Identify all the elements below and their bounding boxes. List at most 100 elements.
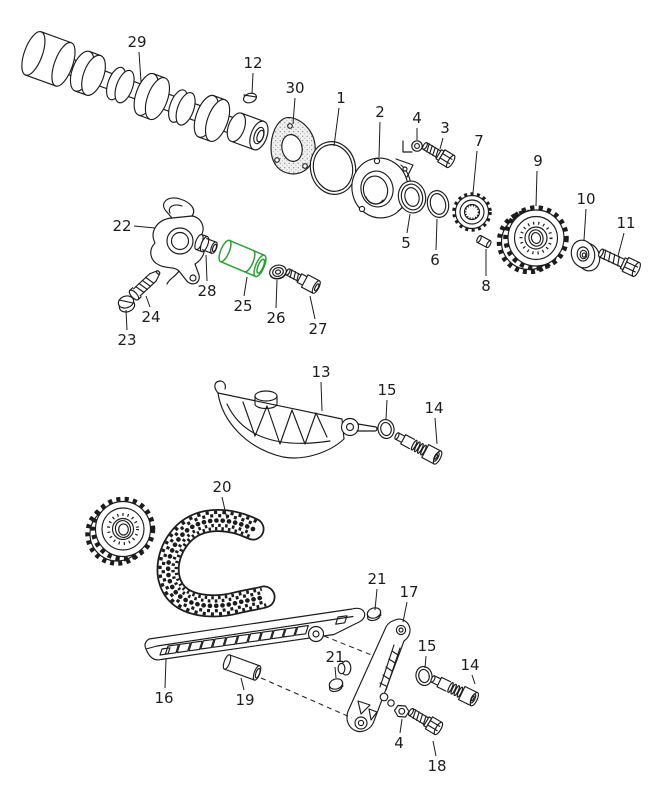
callout-label-1: 1 — [336, 89, 346, 107]
part-14-shoulder-bolt-lower — [430, 675, 479, 707]
callout-leader-22 — [133, 225, 156, 229]
part-3-hex-bolt — [421, 142, 456, 169]
callout-label-25: 25 — [233, 297, 252, 315]
callout-leader-10 — [583, 208, 587, 241]
part-20-timing-chain — [156, 509, 276, 618]
callout-leader-11 — [617, 232, 625, 257]
callout-label-21: 21 — [325, 648, 344, 666]
callout-label-15: 15 — [377, 381, 396, 399]
callout-leader-5 — [406, 213, 411, 234]
callout-label-17: 17 — [399, 583, 418, 601]
callout-leader-18 — [432, 740, 437, 757]
part-7-small-sprocket — [452, 192, 492, 232]
callout-leader-24 — [145, 295, 151, 308]
callout-label-12: 12 — [243, 54, 262, 72]
part-14-shoulder-bolt-upper — [394, 432, 443, 465]
callout-leader-21 — [334, 666, 337, 679]
callout-label-15: 15 — [417, 637, 436, 655]
callout-label-14: 14 — [424, 399, 443, 417]
callout-label-9: 9 — [533, 152, 543, 170]
callout-label-22: 22 — [112, 217, 131, 235]
callout-leader-7 — [472, 150, 478, 194]
callout-leader-3 — [439, 137, 444, 150]
part-26-collar-nut — [269, 264, 287, 280]
callout-label-28: 28 — [197, 282, 216, 300]
callout-leader-26 — [275, 279, 278, 309]
callout-leader-23 — [125, 309, 128, 331]
callout-leader-15 — [424, 655, 427, 669]
part-29-camshaft — [21, 31, 269, 151]
part-25-pin-highlighted — [218, 239, 267, 278]
callout-leader-29 — [138, 51, 142, 83]
callout-label-11: 11 — [616, 214, 635, 232]
callout-leader-6 — [435, 218, 438, 251]
callout-label-23: 23 — [117, 331, 136, 349]
part-30-gasket — [270, 117, 316, 175]
callout-label-8: 8 — [481, 277, 491, 295]
part-10-spacer-washer — [570, 239, 601, 272]
callout-label-14: 14 — [460, 656, 479, 674]
part-17-tensioner-arm — [337, 618, 411, 733]
part-27-socket-bolt — [285, 268, 321, 294]
callout-leader-28 — [205, 254, 208, 282]
callout-label-26: 26 — [266, 309, 285, 327]
callout-leader-21 — [374, 588, 378, 611]
part-9-double-sprocket — [496, 205, 569, 275]
callout-label-19: 19 — [235, 691, 254, 709]
part-11-hex-bolt — [598, 248, 641, 278]
callout-leader-15 — [385, 399, 388, 420]
part-13-tensioner-blade — [214, 380, 378, 459]
part-12-woodruff-key — [242, 92, 258, 104]
callout-leader-12 — [251, 72, 254, 95]
callout-leader-2 — [378, 121, 381, 158]
part-28-bushing — [194, 233, 218, 254]
callout-label-30: 30 — [285, 79, 304, 97]
callout-leader-20 — [221, 496, 228, 520]
callout-label-6: 6 — [430, 251, 440, 269]
part-24-adjusting-screw — [128, 270, 161, 301]
callout-leader-1 — [333, 107, 340, 147]
idler-sprocket — [85, 496, 156, 566]
callout-label-3: 3 — [440, 119, 450, 137]
part-21-cap-lower — [328, 678, 344, 693]
callout-leader-16 — [164, 658, 167, 689]
assembly-line-2 — [260, 677, 353, 719]
callout-label-29: 29 — [127, 33, 146, 51]
callout-leader-14 — [434, 417, 438, 445]
callout-label-18: 18 — [427, 757, 446, 775]
part-22-rocker-bracket — [150, 197, 206, 285]
callout-leader-30 — [292, 97, 296, 125]
part-4-washer-upper — [402, 140, 423, 153]
part-15-o-ring-upper — [377, 418, 395, 440]
callout-label-2: 2 — [375, 103, 385, 121]
part-4-washer-lower — [393, 704, 410, 718]
part-8-dowel-pin — [476, 234, 492, 249]
callout-label-20: 20 — [212, 478, 231, 496]
part-15-o-ring-lower — [415, 665, 433, 687]
part-23-slotted-nut — [117, 295, 136, 313]
callout-leader-4 — [399, 718, 403, 734]
callout-label-4: 4 — [412, 109, 422, 127]
part-21-cap-upper — [366, 607, 382, 622]
callout-label-24: 24 — [141, 308, 160, 326]
callout-leader-13 — [320, 381, 323, 412]
callout-leader-19 — [240, 677, 245, 691]
part-19-dowel-pin — [222, 654, 262, 681]
callout-label-16: 16 — [154, 689, 173, 707]
callout-leader-25 — [243, 276, 248, 297]
callout-label-13: 13 — [311, 363, 330, 381]
part-6-sealing-ring — [426, 190, 450, 218]
part-1-o-ring — [309, 141, 357, 195]
assembly-dashed-lines — [260, 635, 375, 719]
callout-leader-14 — [471, 674, 476, 685]
callout-label-27: 27 — [308, 320, 327, 338]
callout-label-7: 7 — [474, 132, 484, 150]
part-16-guide-rail — [144, 607, 366, 661]
callout-label-21: 21 — [367, 570, 386, 588]
callout-leader-17 — [402, 601, 408, 623]
part-5-shaft-seal — [397, 180, 427, 214]
callout-leader-27 — [309, 295, 316, 320]
